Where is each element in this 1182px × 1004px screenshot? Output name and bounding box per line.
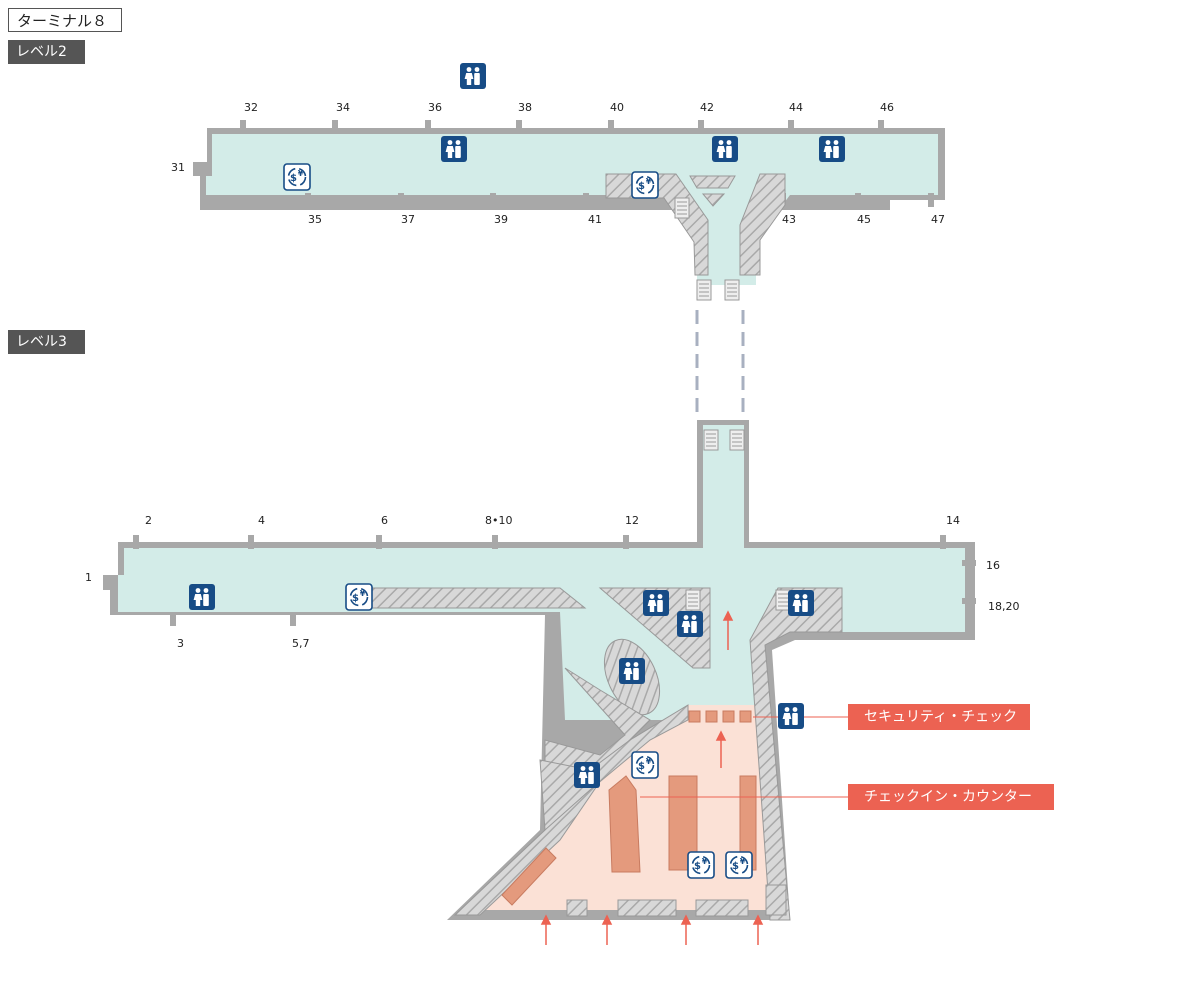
gate-label: 8•10 (485, 514, 513, 527)
gate-label: 14 (946, 514, 960, 527)
gate-label: 3 (177, 637, 184, 650)
currency-exchange-icon (631, 171, 659, 199)
level2-label: レベル2 (8, 40, 85, 64)
level3-map (103, 420, 976, 945)
escalator-icon (724, 279, 740, 301)
connector-corridor (695, 310, 745, 420)
gate-label: 5,7 (292, 637, 310, 650)
gate-label: 38 (518, 101, 532, 114)
restroom-icon (677, 611, 703, 637)
restroom-icon (460, 63, 486, 89)
entry-arrow-icon (540, 610, 764, 945)
restroom-icon (574, 762, 600, 788)
escalator-icon (674, 197, 690, 219)
gate-label: 37 (401, 213, 415, 226)
gate-label: 47 (931, 213, 945, 226)
restroom-icon (189, 584, 215, 610)
gate-label: 44 (789, 101, 803, 114)
security-desks (688, 710, 752, 723)
gate-label: 4 (258, 514, 265, 527)
gate-label: 45 (857, 213, 871, 226)
currency-exchange-icon (687, 851, 715, 879)
service-area-center (689, 175, 736, 189)
restroom-icon (619, 658, 645, 684)
escalator-icon (775, 589, 791, 611)
gate-label: 1 (85, 571, 92, 584)
restroom-icon (712, 136, 738, 162)
escalator-icon (729, 429, 745, 451)
currency-exchange-icon (631, 751, 659, 779)
restroom-icon (643, 590, 669, 616)
escalator-icon (685, 589, 701, 611)
currency-exchange-icon (725, 851, 753, 879)
service-area-triangle (598, 587, 711, 669)
checkin-counter-callout: チェックイン・カウンター (848, 784, 1054, 810)
gate-label: 12 (625, 514, 639, 527)
gate-label: 6 (381, 514, 388, 527)
gate-label: 32 (244, 101, 258, 114)
level2-map (193, 63, 945, 301)
currency-exchange-icon (345, 583, 373, 611)
gate-label: 41 (588, 213, 602, 226)
escalator-icon (703, 429, 719, 451)
service-area-right (739, 173, 786, 276)
service-area-west (369, 587, 587, 609)
restroom-icon (788, 590, 814, 616)
security-check-callout: セキュリティ・チェック (848, 704, 1030, 730)
gate-label: 36 (428, 101, 442, 114)
gate-label: 43 (782, 213, 796, 226)
gate-label: 2 (145, 514, 152, 527)
currency-exchange-icon (283, 163, 311, 191)
gate-label: 40 (610, 101, 624, 114)
gate-label: 31 (171, 161, 185, 174)
service-area-east (749, 587, 843, 921)
restroom-icon (441, 136, 467, 162)
terminal-title: ターミナル８ (8, 8, 122, 32)
gate-label: 39 (494, 213, 508, 226)
restroom-icon (778, 703, 804, 729)
gate-label: 16 (986, 559, 1000, 572)
escalator-icon (696, 279, 712, 301)
gate-label: 34 (336, 101, 350, 114)
gate-label: 35 (308, 213, 322, 226)
gate-label: 42 (700, 101, 714, 114)
gate-label: 46 (880, 101, 894, 114)
restroom-icon (819, 136, 845, 162)
level3-label: レベル3 (8, 330, 85, 354)
gate-label: 18,20 (988, 600, 1020, 613)
